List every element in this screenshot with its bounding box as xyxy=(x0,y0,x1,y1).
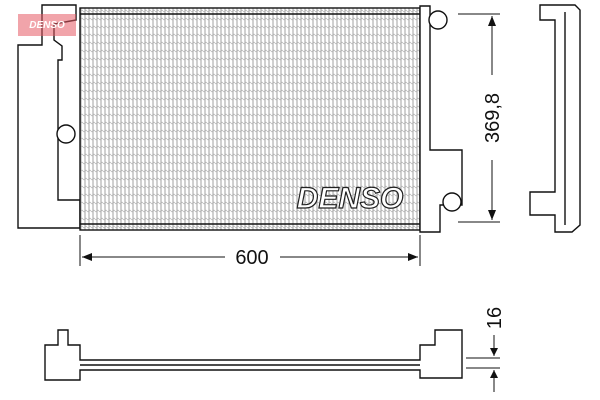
bottom-view xyxy=(44,329,463,381)
filler-cap xyxy=(56,124,76,144)
radiator-core xyxy=(79,7,421,231)
side-view xyxy=(529,4,581,233)
inlet-pipe xyxy=(428,10,448,30)
right-tank xyxy=(419,5,463,233)
thickness-dimension: 16 xyxy=(484,307,506,329)
outlet-pipe xyxy=(442,192,462,212)
height-dimension: 369,8 xyxy=(482,93,504,143)
left-tank xyxy=(17,4,81,229)
width-dimension: 600 xyxy=(235,247,268,269)
brand-logo: DENSO xyxy=(297,182,404,215)
watermark-logo: DENSO xyxy=(18,14,76,36)
